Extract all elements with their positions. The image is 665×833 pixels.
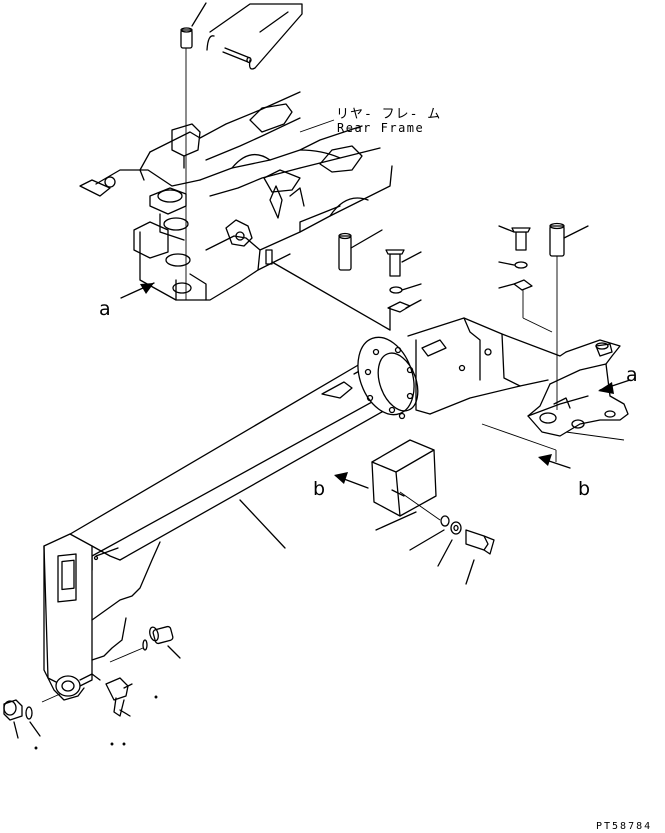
drawing-number: PT58784	[596, 821, 653, 832]
arrow-b-left-head	[334, 472, 348, 484]
view-a-right-label: a	[626, 364, 638, 386]
rear-frame-label-jp: リヤ- フレ- ム	[336, 107, 442, 122]
view-a-left-label: a	[99, 298, 111, 320]
view-b-left-label: b	[313, 478, 326, 500]
view-arrows	[120, 119, 631, 489]
center-parts	[271, 222, 589, 410]
front-frame	[43, 317, 629, 701]
view-b-right-label: b	[578, 478, 591, 500]
rear-frame-label-en: Rear Frame	[337, 121, 425, 135]
side-block-group	[371, 439, 495, 585]
arrow-b-right-head	[538, 454, 552, 466]
arrow-a-right-head	[598, 382, 614, 394]
rear-frame	[79, 91, 393, 301]
top-pin-group	[180, 2, 303, 300]
arrow-a-left-head	[140, 283, 154, 294]
bottom-parts	[3, 625, 181, 750]
